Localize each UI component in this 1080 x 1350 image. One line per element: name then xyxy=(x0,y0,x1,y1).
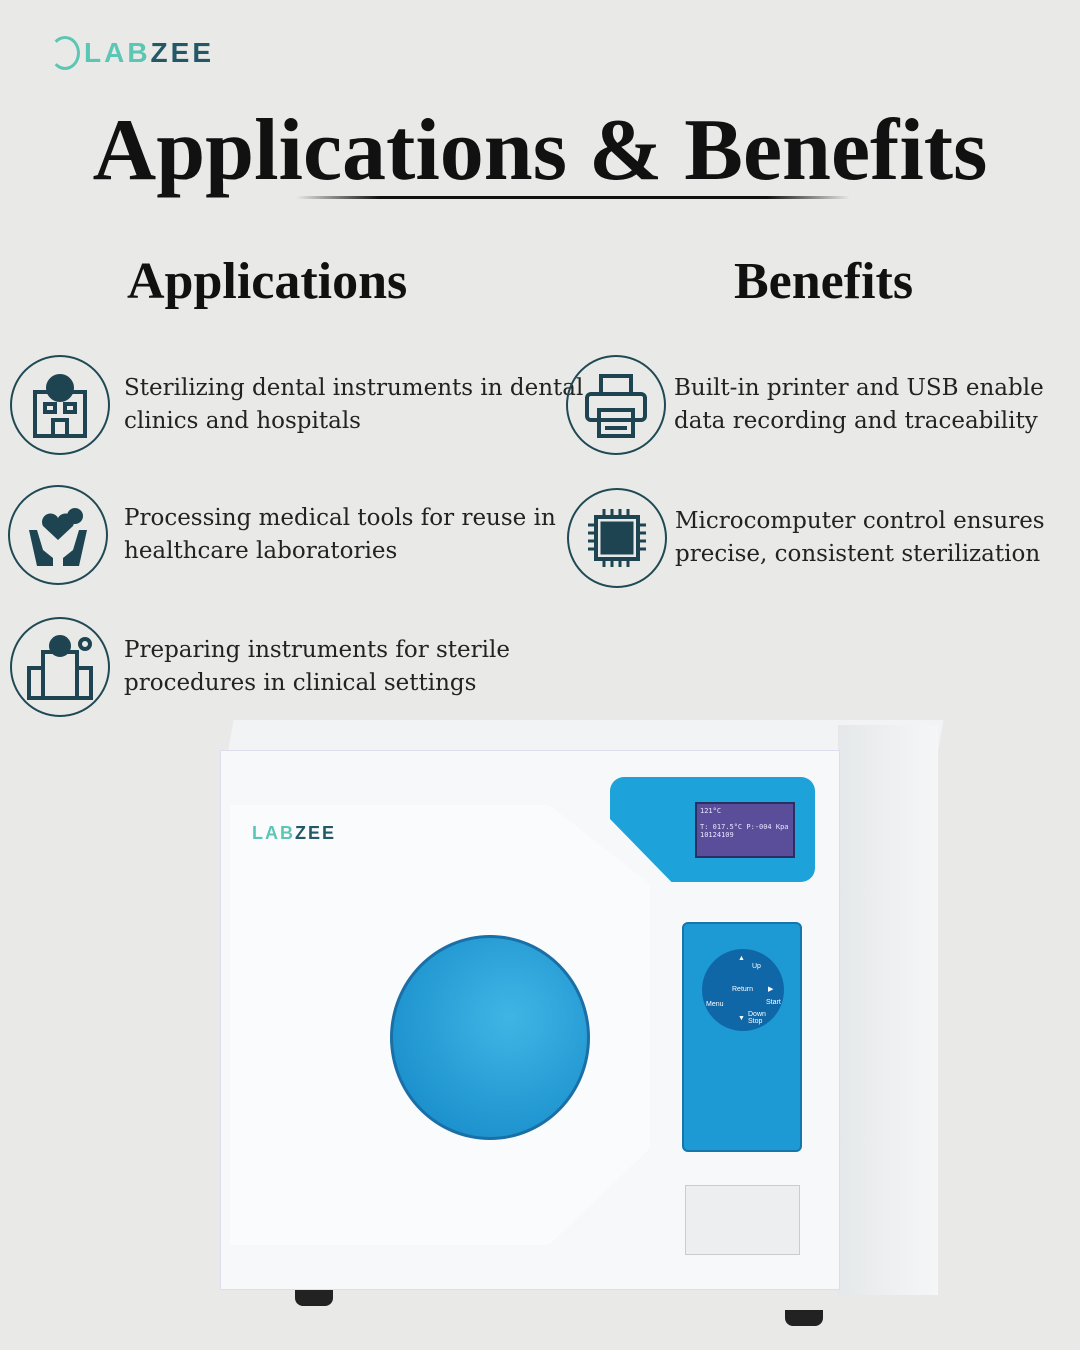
keypad: ▲ Up Return ▶ Start Menu ▼ Down Stop xyxy=(682,922,802,1152)
application-text-line: procedures in clinical settings xyxy=(124,670,477,696)
lcd-line: 10124109 xyxy=(700,831,734,839)
application-item: Preparing instruments for sterile procedu… xyxy=(10,617,510,717)
hospital-icon xyxy=(10,617,110,717)
printer-slot xyxy=(685,1185,800,1255)
benefit-text-line: precise, consistent sterilization xyxy=(675,541,1041,567)
logo-mark-icon xyxy=(50,36,80,70)
benefits-heading: Benefits xyxy=(734,253,914,310)
benefit-text-line: Built-in printer and USB enable xyxy=(674,375,1044,401)
control-dial: ▲ Up Return ▶ Start Menu ▼ Down Stop xyxy=(702,949,784,1031)
lcd-line: 121°C xyxy=(700,807,722,815)
lcd-screen: 121°C T: 017.5°C P:-004 Kpa 10124109 xyxy=(695,802,795,858)
autoclave-product-image: LABZEE 121°C T: 017.5°C P:-004 Kpa 10124… xyxy=(190,715,960,1335)
microchip-icon xyxy=(567,488,667,588)
foot xyxy=(785,1310,823,1326)
up-key: ▲ xyxy=(738,955,745,962)
foot xyxy=(295,1290,333,1306)
start-key-label: Start xyxy=(766,999,781,1006)
application-item: Sterilizing dental instruments in dental… xyxy=(10,355,583,455)
product-logo: LABZEE xyxy=(252,823,336,844)
logo-text-left: LAB xyxy=(84,37,151,68)
healthcare-hands-icon xyxy=(8,485,108,585)
up-key-label: Up xyxy=(752,963,761,970)
down-key: ▼ xyxy=(738,1015,745,1022)
application-text-line: healthcare laboratories xyxy=(124,538,398,564)
return-key: Return xyxy=(732,986,754,993)
menu-key: Menu xyxy=(706,1001,724,1008)
application-text-line: clinics and hospitals xyxy=(124,408,361,434)
product-logo-right: ZEE xyxy=(295,823,337,843)
door-window xyxy=(390,935,590,1140)
benefit-item: Microcomputer control ensures precise, co… xyxy=(567,488,1045,588)
printer-usb-icon xyxy=(566,355,666,455)
start-key: ▶ xyxy=(768,986,774,993)
lcd-line: T: 017.5°C P:-004 Kpa xyxy=(700,823,789,831)
brand-logo: LABZEE xyxy=(50,36,214,70)
dental-clinic-icon xyxy=(10,355,110,455)
application-text-line: Processing medical tools for reuse in xyxy=(124,505,556,531)
benefit-text-line: Microcomputer control ensures xyxy=(675,508,1045,534)
product-logo-left: LAB xyxy=(252,823,295,843)
benefit-item: Built-in printer and USB enable data reco… xyxy=(566,355,1044,455)
autoclave-side xyxy=(838,725,938,1295)
benefit-text-line: data recording and traceability xyxy=(674,408,1038,434)
page-title: Applications & Benefits xyxy=(92,102,988,199)
application-text-line: Preparing instruments for sterile xyxy=(124,637,510,663)
title-underline xyxy=(296,196,850,199)
down-stop-key-label: Down Stop xyxy=(748,1011,766,1025)
applications-heading: Applications xyxy=(127,253,408,310)
application-item: Processing medical tools for reuse in hea… xyxy=(8,485,556,585)
application-text-line: Sterilizing dental instruments in dental xyxy=(124,375,584,401)
logo-text-right: ZEE xyxy=(150,37,215,68)
